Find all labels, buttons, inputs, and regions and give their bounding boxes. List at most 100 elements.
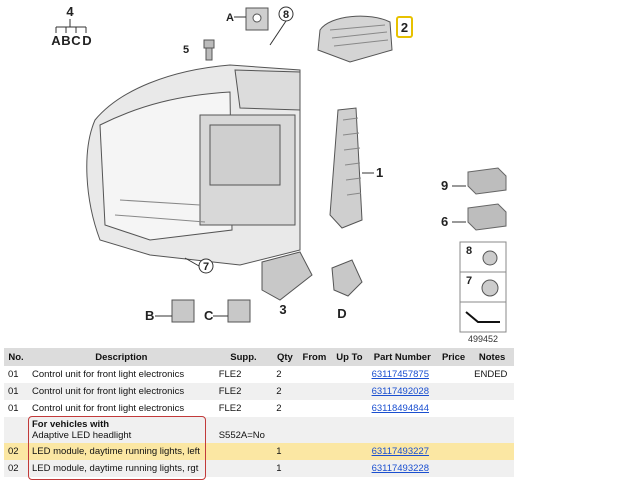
group-supp: S552A=No: [214, 417, 273, 443]
part-9-block: [467, 167, 507, 195]
cell-from: [298, 400, 332, 417]
diagram-id: 499452: [468, 334, 498, 344]
cell-from: [298, 366, 332, 383]
table-row: 01 Control unit for front light electron…: [4, 383, 514, 400]
callout-6: 6: [441, 214, 448, 229]
table-row: 01 Control unit for front light electron…: [4, 400, 514, 417]
col-description: Description: [28, 348, 215, 366]
tree-letter-b: B: [61, 33, 70, 48]
cell-from: [297, 460, 332, 477]
callout-2: 2: [401, 20, 408, 35]
group-header-row: For vehicles with Adaptive LED headlight…: [4, 417, 514, 443]
cell-supp: FLE2: [218, 403, 242, 414]
cell-price: [437, 383, 471, 400]
part-6-block: [467, 203, 507, 231]
cell-notes: [470, 460, 514, 477]
cell-description: LED module, daytime running lights, rgt: [28, 460, 215, 477]
cell-price: [437, 366, 470, 383]
cell-no: 01: [4, 383, 28, 400]
cell-notes: ENDED: [474, 369, 508, 380]
callout-9: 9: [441, 178, 448, 193]
cell-qty: 2: [272, 383, 298, 400]
col-qty: Qty: [272, 348, 298, 366]
part-number-link[interactable]: 63117457875: [371, 369, 429, 380]
cell-no: 02: [4, 443, 28, 460]
part-5-screw: [203, 39, 215, 61]
tree-number: 4: [66, 4, 74, 19]
cell-notes: [470, 383, 514, 400]
cell-description: Control unit for front light electronics: [28, 383, 215, 400]
col-supp: Supp.: [214, 348, 273, 366]
part-number-link[interactable]: 63118494844: [371, 403, 429, 414]
table-row-highlighted: 02 LED module, daytime running lights, l…: [4, 443, 514, 460]
cell-upto: [331, 383, 368, 400]
cell-supp: [214, 443, 273, 460]
variant-tree: 4 A B C D: [51, 4, 91, 48]
cell-supp: [214, 460, 273, 477]
cell-price: [437, 460, 471, 477]
cell-from: [297, 383, 332, 400]
col-upto: Up To: [331, 348, 368, 366]
col-price: Price: [437, 348, 471, 366]
cell-no: 01: [8, 369, 19, 380]
callout-2-highlight: [396, 16, 413, 38]
callout-8: 8: [283, 9, 289, 21]
callout-1: 1: [376, 165, 383, 180]
tree-letter-d: D: [82, 33, 91, 48]
key-7: 7: [466, 275, 472, 287]
cell-supp: FLE2: [214, 383, 273, 400]
part-2-control-unit: [317, 15, 393, 63]
tree-letter-a: A: [51, 33, 61, 48]
cell-price: [437, 443, 471, 460]
col-part-number: Part Number: [367, 348, 437, 366]
cell-supp: FLE2: [218, 369, 242, 380]
callout-c: C: [204, 308, 214, 323]
cell-upto: [331, 366, 367, 383]
col-from: From: [297, 348, 332, 366]
part-number-link[interactable]: 63117492028: [371, 386, 429, 397]
callout-b: B: [145, 308, 154, 323]
col-no: No.: [4, 348, 28, 366]
cell-description: LED module, daytime running lights, left: [28, 443, 215, 460]
headlight-housing: [86, 64, 301, 266]
col-notes: Notes: [470, 348, 514, 366]
cell-qty: 2: [276, 403, 282, 414]
tree-letter-c: C: [71, 33, 81, 48]
cell-upto: [331, 400, 367, 417]
parts-table: No. Description Supp. Qty From Up To Par…: [4, 348, 514, 477]
cell-qty: 1: [272, 460, 298, 477]
part-number-link[interactable]: 63117493228: [371, 463, 429, 474]
cell-no: 01: [8, 403, 19, 414]
callout-3: 3: [279, 302, 286, 317]
part-number-link[interactable]: 63117493227: [371, 446, 429, 457]
cell-no: 02: [4, 460, 28, 477]
callout-d: D: [337, 306, 346, 321]
part-3-bracket: [261, 251, 313, 301]
cell-notes: [470, 400, 514, 417]
cell-price: [437, 400, 470, 417]
hardware-key-box: 8 7: [459, 241, 507, 333]
cell-qty: 2: [276, 369, 282, 380]
cell-description: Control unit for front light electronics: [32, 369, 185, 380]
part-a-bracket: [245, 7, 269, 31]
table-row: 01 Control unit for front light electron…: [4, 366, 514, 383]
table-row: 02 LED module, daytime running lights, r…: [4, 460, 514, 477]
key-8: 8: [466, 245, 472, 257]
cell-from: [297, 443, 332, 460]
group-title: For vehicles with: [32, 419, 110, 430]
part-c-clip: [227, 299, 251, 323]
callout-7: 7: [203, 261, 209, 273]
cell-qty: 1: [272, 443, 298, 460]
part-1-control-unit: [329, 107, 363, 229]
cell-description: Control unit for front light electronics: [32, 403, 185, 414]
part-d-bracket: [331, 259, 363, 297]
callout-a: A: [226, 12, 234, 24]
part-b-clip: [171, 299, 195, 323]
cell-upto: [331, 443, 368, 460]
cell-upto: [331, 460, 368, 477]
group-subtitle: Adaptive LED headlight: [32, 430, 132, 441]
callout-5: 5: [183, 44, 189, 56]
parts-diagram: 4 A B C D A 8 5 2: [51, 4, 507, 344]
table-header-row: No. Description Supp. Qty From Up To Par…: [4, 348, 514, 366]
cell-notes: [470, 443, 514, 460]
